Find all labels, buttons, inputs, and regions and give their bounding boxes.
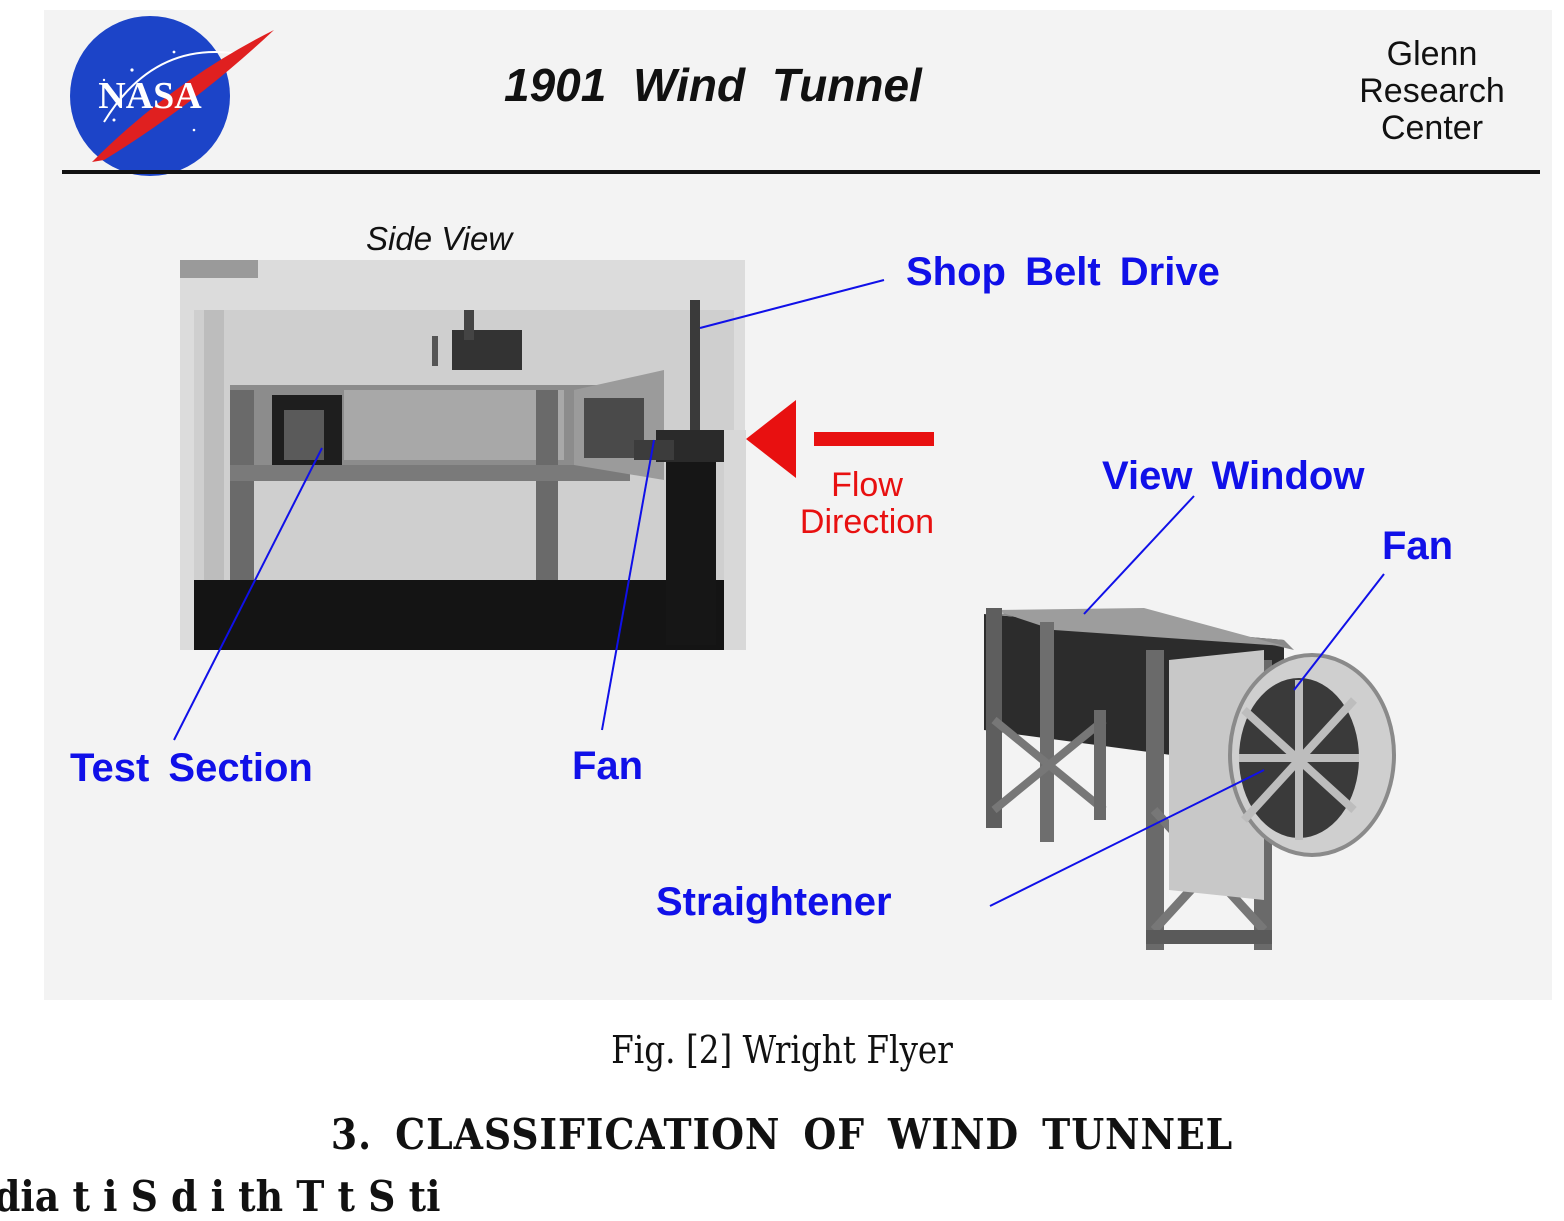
leader-test-section [173, 447, 323, 741]
nasa-logo-text: NASA [98, 75, 202, 117]
leader-fan-left [601, 439, 655, 731]
label-view-window: View Window [1102, 454, 1365, 498]
figure-caption: Fig. [2] Wright Flyer [611, 1028, 953, 1072]
flow-arrow-icon [746, 400, 934, 478]
label-test-section: Test Section [70, 746, 313, 790]
section-heading: 3. CLASSIFICATION OF WIND TUNNEL [330, 1110, 1234, 1159]
header-rule [62, 170, 1540, 174]
nasa-logo: NASA [70, 16, 274, 176]
label-fan-left: Fan [572, 744, 644, 788]
leader-fan-right [1293, 573, 1385, 691]
label-straightener: Straightener [656, 880, 892, 924]
label-fan-right: Fan [1382, 524, 1454, 568]
leader-lines [173, 279, 1385, 907]
leader-view-window [1083, 495, 1195, 615]
side-view-photo [180, 260, 746, 650]
label-shop-belt-drive: Shop Belt Drive [906, 250, 1220, 294]
tunnel-3d-photo [984, 608, 1396, 950]
slide-title: 1901 Wind Tunnel [504, 59, 922, 111]
slide-figure: NASA [44, 10, 1552, 1000]
slide-graphics: NASA [62, 16, 1540, 950]
leader-straightener [989, 769, 1265, 907]
leader-shop-belt-drive [699, 279, 885, 329]
side-view-label: Side View [366, 220, 513, 257]
cutoff-subheading: dia t i S d i th T t S ti [0, 1172, 441, 1221]
